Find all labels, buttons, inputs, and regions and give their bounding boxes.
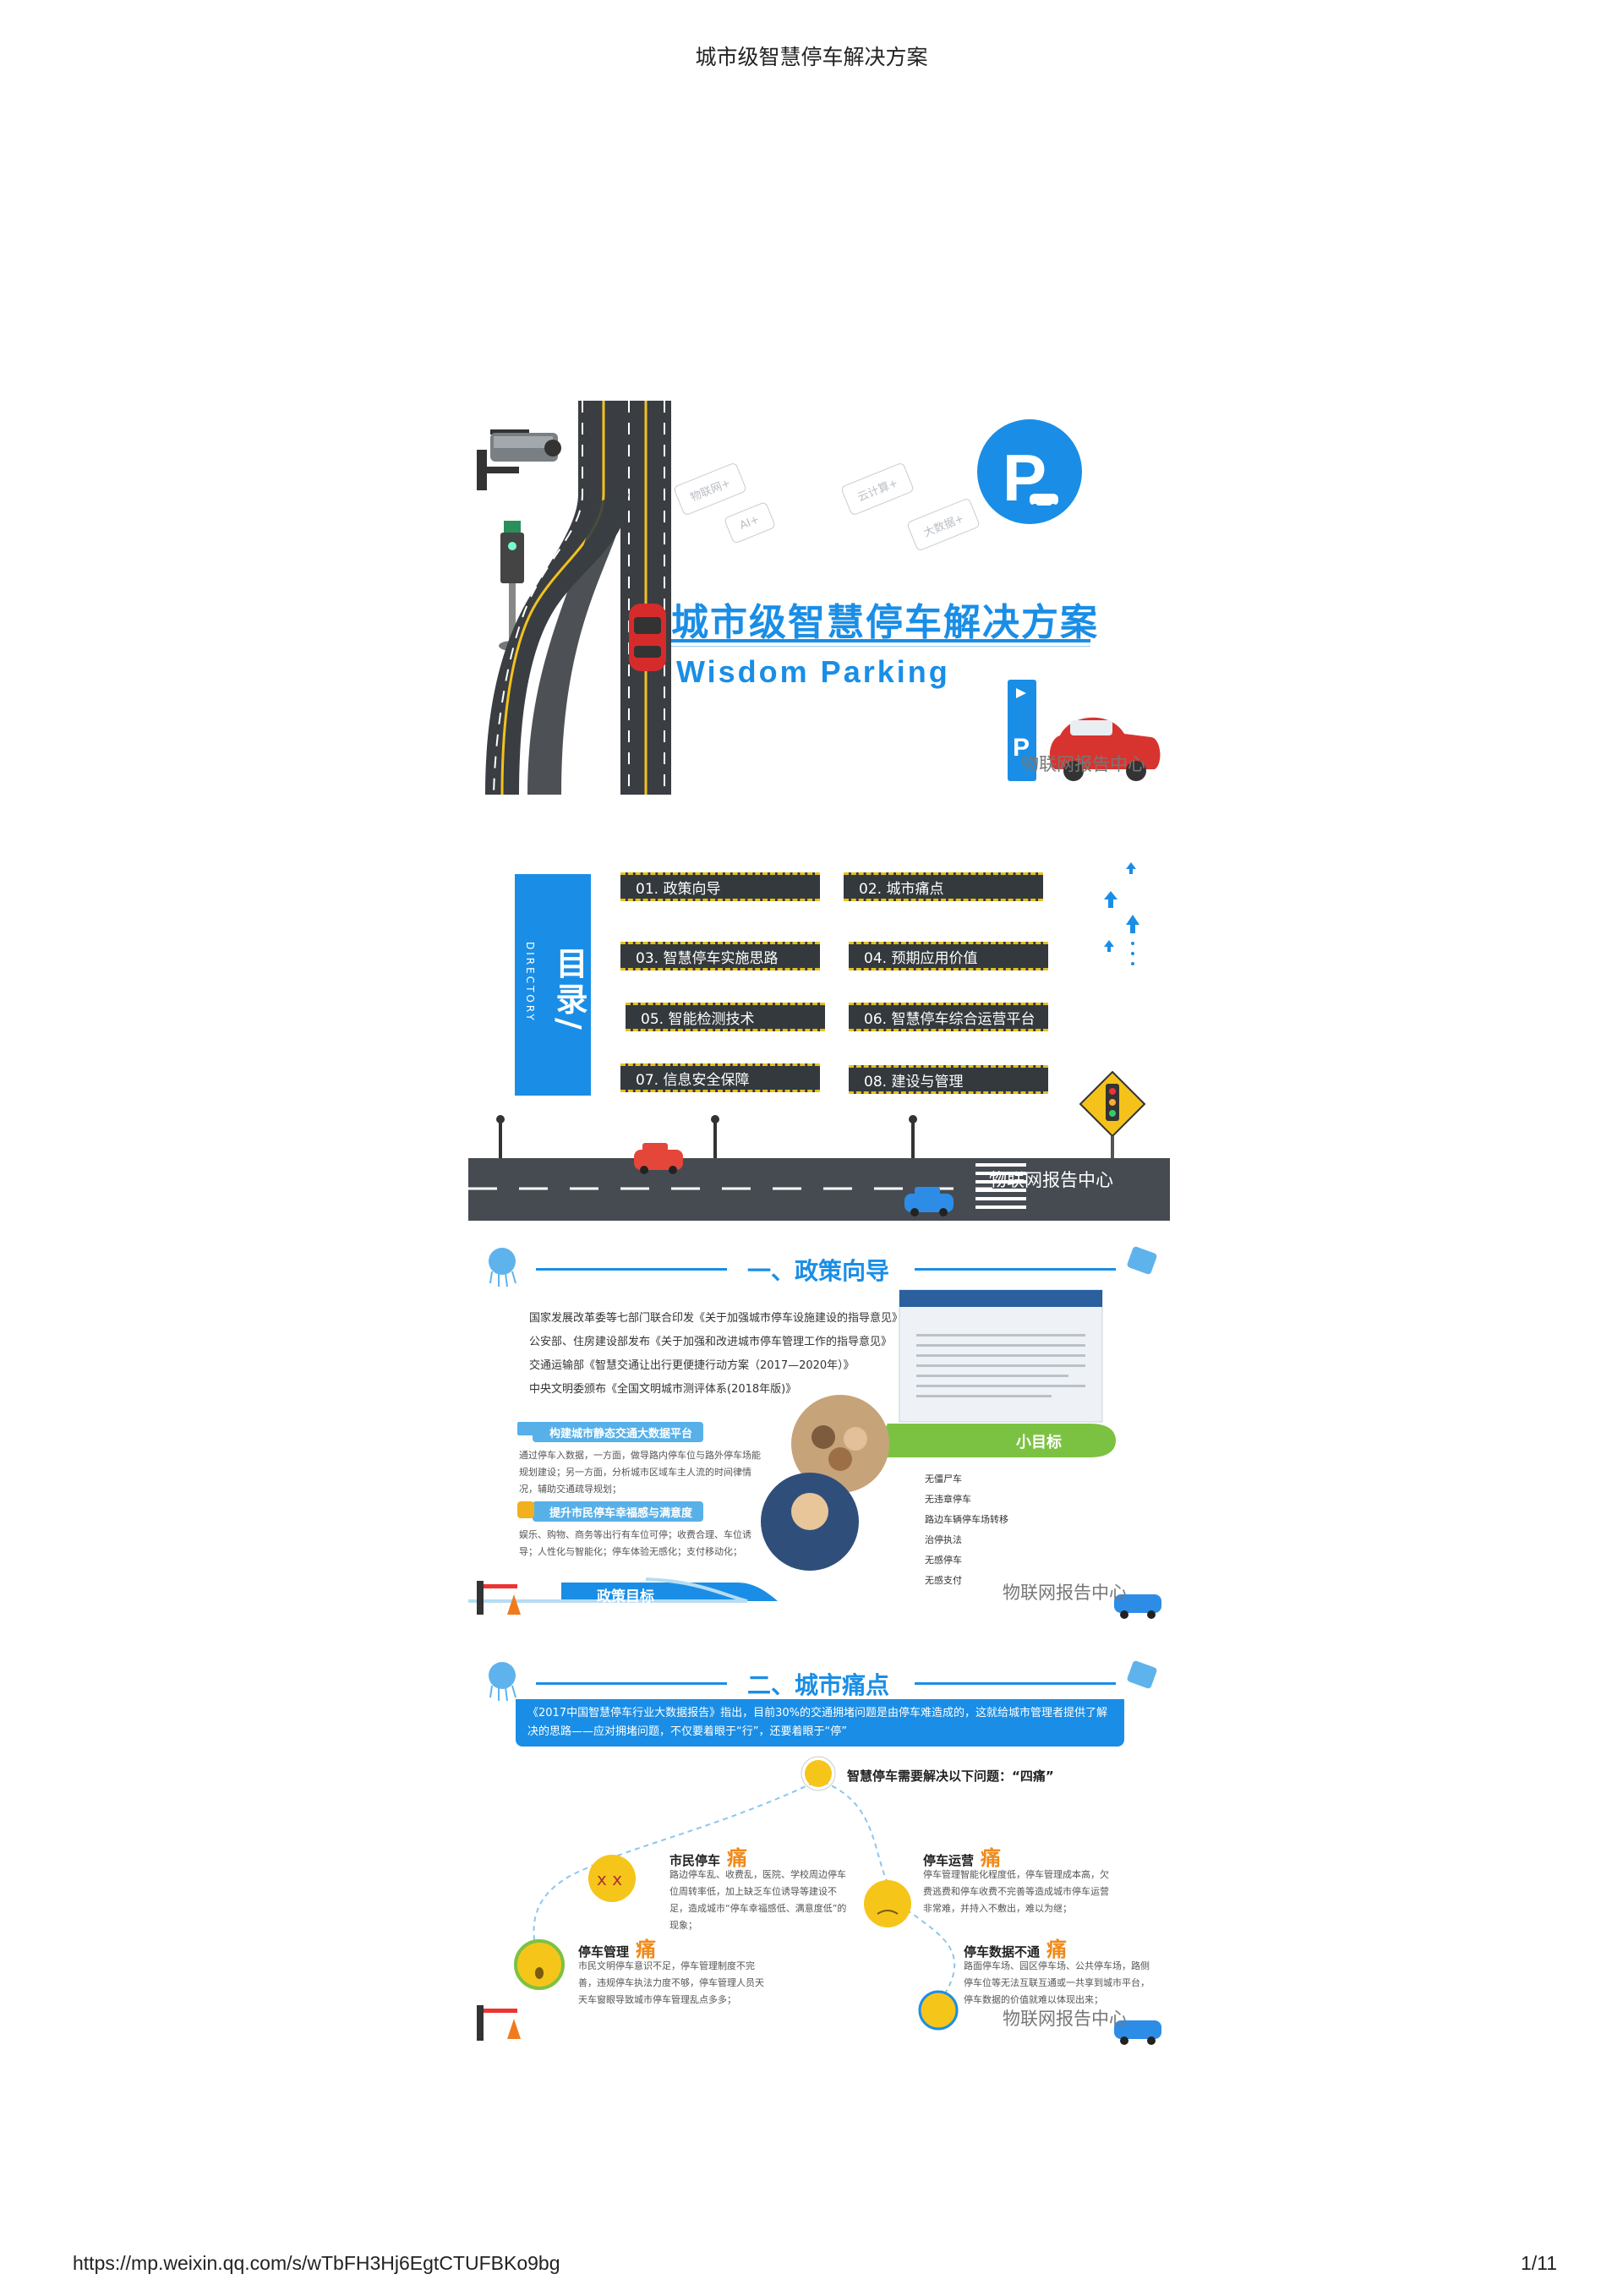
pain-title-data: 停车数据不通痛 (964, 1938, 1068, 1961)
cone-icon (507, 2019, 521, 2039)
street-illustration (468, 862, 1170, 1221)
angry-face-icon: x x (588, 1855, 636, 1902)
watermark: 物联网报告中心 (1003, 2009, 1127, 2029)
cloud-icon (489, 1662, 516, 1702)
lightbulb-icon (801, 1756, 836, 1791)
sad-face-icon (864, 1880, 911, 1927)
small-goal-item: 路边车辆停车场转移 (925, 1514, 1008, 1525)
ai-chip-icon (1127, 1660, 1157, 1689)
pain-text-citizen: 路边停车乱、收费乱，医院、学校周边停车位周转率低，加上缺乏车位诱导等建设不足，造… (669, 1869, 847, 1931)
directory-item[interactable]: 07. 信息安全保障 (620, 1063, 820, 1092)
red-car-side-icon (1049, 717, 1161, 781)
directory-subtitle: DIRECTORY (524, 942, 536, 1023)
directory-slide: 目录/ DIRECTORY 01. 政策向导 02. 城市痛点 03. 智慧停车… (468, 862, 1170, 1221)
policy-bullet: 国家发展改革委等七部门联合印发《关于加强城市停车设施建设的指导意见》 (529, 1312, 904, 1325)
pain-points-slide: x x 二、城市痛点 《2017中国智慧停车行业大数据报告》指出，目前30%的交… (468, 1657, 1170, 2049)
blue-car-icon (1114, 2020, 1161, 2045)
watermark: 物联网报告中心 (989, 1170, 1113, 1190)
section-line-left (536, 1682, 727, 1685)
directory-item[interactable]: 01. 政策向导 (620, 872, 820, 901)
barrier-icon (477, 1581, 517, 1615)
directory-banner (515, 874, 591, 1096)
report-banner: 《2017中国智慧停车行业大数据报告》指出，目前30%的交通拥堵问题是由停车难造… (516, 1699, 1124, 1747)
worker-photo (761, 1473, 859, 1571)
page-title: 城市级智慧停车解决方案 (695, 45, 928, 69)
cover-slide: P P 物联网+ AI+ 云计算+ 大数据+ 城市级智慧停车解决方案 Wisdo… (468, 401, 1170, 795)
pain-title-operation: 停车运营痛 (923, 1846, 1002, 1870)
barrier-icon (477, 2005, 517, 2041)
red-car-icon (634, 1143, 683, 1174)
traffic-light-sign-icon (1079, 1070, 1146, 1158)
pain-title-citizen: 市民停车痛 (669, 1846, 748, 1870)
small-goal-label: 小目标 (1016, 1434, 1062, 1451)
section-line-right (915, 1268, 1116, 1271)
section-line-right (915, 1682, 1116, 1685)
arrow-up-icon (1104, 862, 1139, 965)
monitor-icon (517, 1422, 536, 1435)
pain-title-management: 停车管理痛 (578, 1938, 657, 1961)
lamp-post-icon (496, 1115, 917, 1158)
directory-item[interactable]: 06. 智慧停车综合运营平台 (849, 1003, 1048, 1031)
policy-bullet: 中央文明委颁布《全国文明城市测评体系(2018年版)》 (529, 1383, 797, 1396)
blue-car-icon (1114, 1594, 1161, 1619)
crosswalk (975, 1163, 1026, 1209)
box1-text: 通过停车入数据，一方面，做导路内停车位与路外停车场能规划建设；另一方面，分析城市… (519, 1450, 761, 1495)
small-goal-item: 无感支付 (925, 1575, 962, 1586)
cone-icon (507, 1594, 521, 1615)
watermark: 物联网报告中心 (1021, 754, 1145, 774)
cover-subtitle: Wisdom Parking (676, 654, 950, 689)
parking-logo-icon: P (977, 419, 1082, 524)
sleepy-face-icon (918, 1990, 959, 2031)
cover-title: 城市级智慧停车解决方案 (671, 601, 1099, 644)
directory-item[interactable]: 08. 建设与管理 (849, 1065, 1048, 1094)
policy-slide: 一、政策向导 国家发展改革委等七部门联合印发《关于加强城市停车设施建设的指导意见… (468, 1243, 1170, 1626)
svg-text:x x: x x (597, 1869, 622, 1889)
small-goal-item: 无感停车 (925, 1555, 962, 1566)
box1-title: 构建城市静态交通大数据平台 (549, 1428, 693, 1440)
section-title: 二、城市痛点 (747, 1671, 890, 1699)
parking-sign-icon: P (1008, 680, 1036, 781)
pain-text-data: 路面停车场、园区停车场、公共停车场，路侧停车位等无法互联互通或一共享到城市平台，… (964, 1960, 1150, 2005)
policy-decor (468, 1246, 1161, 1619)
policy-goal-label: 政策目标 (597, 1588, 654, 1605)
section-line-left (536, 1268, 727, 1271)
blue-car-icon (904, 1187, 954, 1216)
policy-bullet: 公安部、住房建设部发布《关于加强和改进城市停车管理工作的指导意见》 (529, 1336, 893, 1348)
people-photo (791, 1395, 889, 1493)
box2-title: 提升市民停车幸福感与满意度 (549, 1507, 693, 1520)
pain-decor: x x (477, 1660, 1161, 2045)
svg-text:P: P (1013, 734, 1030, 762)
pain-text-management: 市民文明停车意识不足，停车管理制度不完善，违规停车执法力度不够，停车管理人员天天… (578, 1960, 764, 2005)
cover-illustration: P P (477, 401, 1161, 795)
pain-text-operation: 停车管理智能化程度低，停车管理成本高，欠费逃费和停车收费不完善等造成城市停车运营… (923, 1869, 1109, 1914)
watermark: 物联网报告中心 (1003, 1583, 1127, 1603)
policy-document-image (899, 1289, 1103, 1423)
section-title: 一、政策向导 (747, 1257, 890, 1285)
small-goal-item: 无僵尸车 (925, 1473, 962, 1484)
directory-title: 目录/ (550, 947, 587, 1033)
road-icon (485, 401, 671, 795)
shocked-face-icon (514, 1939, 565, 1990)
directory-item[interactable]: 02. 城市痛点 (844, 872, 1043, 901)
directory-item[interactable]: 03. 智慧停车实施思路 (620, 942, 820, 970)
cloud-icon (489, 1248, 516, 1287)
page-number: 1/11 (1520, 2252, 1557, 2274)
thumbs-up-icon (517, 1501, 534, 1518)
ai-chip-icon (1127, 1246, 1157, 1275)
directory-item[interactable]: 05. 智能检测技术 (626, 1003, 825, 1031)
page-url[interactable]: https://mp.weixin.qq.com/s/wTbFH3Hj6EgtC… (73, 2252, 560, 2274)
policy-bullet: 交通运输部《智慧交通让出行更便捷行动方案（2017—2020年）》 (529, 1359, 855, 1372)
box2-text: 娱乐、购物、商务等出行有车位可停；收费合理、车位诱导；人性化与智能化；停车体验无… (519, 1529, 751, 1557)
red-car-icon (629, 604, 666, 671)
small-goal-item: 无违章停车 (925, 1494, 971, 1505)
four-pains-question: 智慧停车需要解决以下问题：“四痛” (847, 1768, 1054, 1784)
small-goal-item: 治停执法 (925, 1534, 962, 1545)
camera-icon (477, 429, 561, 490)
directory-item[interactable]: 04. 预期应用价值 (849, 942, 1048, 970)
